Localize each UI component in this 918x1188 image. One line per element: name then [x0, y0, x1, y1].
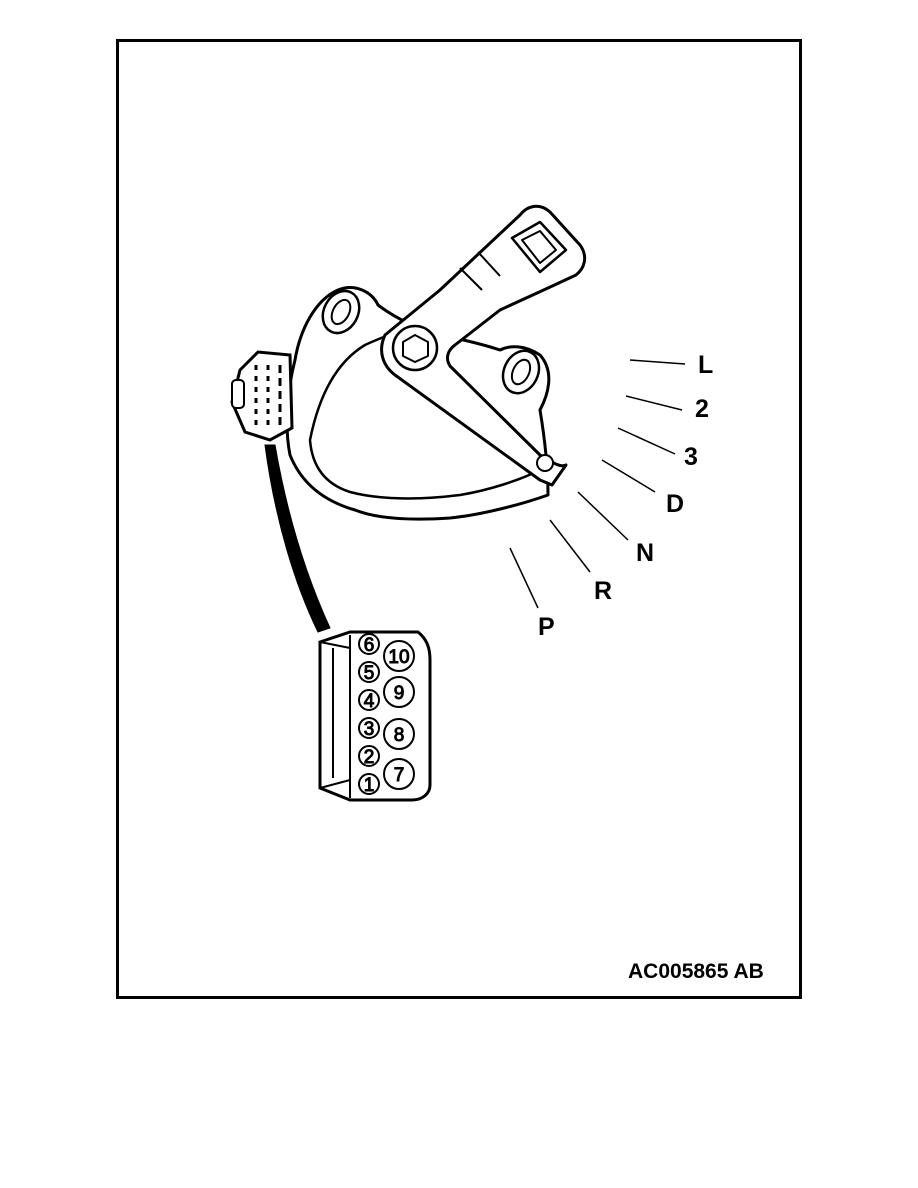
pin-label-7: 7 [394, 765, 405, 786]
pin-1: 1 [358, 773, 380, 797]
switch-connector [230, 350, 294, 442]
manual-lever [380, 204, 587, 487]
pin-label-5: 5 [364, 663, 375, 684]
pin-6: 6 [358, 633, 380, 657]
diagram-frame [116, 39, 802, 999]
pin-label-8: 8 [394, 725, 405, 746]
pin-label-2: 2 [364, 747, 375, 768]
position-label-L: L [698, 351, 713, 379]
figure-id: AC005865 AB [628, 960, 764, 983]
switch-body [285, 286, 551, 521]
pin-3: 3 [358, 717, 380, 741]
connector-leader [264, 444, 331, 633]
pin-10: 10 [383, 640, 415, 672]
pin-4: 4 [358, 689, 380, 713]
position-label-3: 3 [684, 443, 698, 471]
position-labels: L 2 3 D N R P [538, 351, 713, 641]
position-label-P: P [538, 613, 555, 641]
pin-label-1: 1 [364, 775, 375, 796]
position-lines [509, 359, 686, 609]
pin-9: 9 [383, 676, 415, 708]
pin-label-4: 4 [364, 691, 375, 712]
pin-label-3: 3 [364, 719, 375, 740]
pin-2: 2 [358, 745, 380, 769]
position-label-2: 2 [695, 395, 709, 423]
pin-label-9: 9 [394, 683, 405, 704]
connector-enlarged: 6 5 4 3 2 1 10 9 8 7 [318, 630, 432, 802]
pin-7: 7 [383, 758, 415, 790]
position-label-D: D [666, 490, 684, 518]
pin-5: 5 [358, 661, 380, 685]
pin-label-10: 10 [388, 647, 409, 668]
pin-8: 8 [383, 718, 415, 750]
pin-label-6: 6 [364, 635, 375, 656]
position-label-N: N [636, 539, 654, 567]
position-label-R: R [594, 577, 612, 605]
